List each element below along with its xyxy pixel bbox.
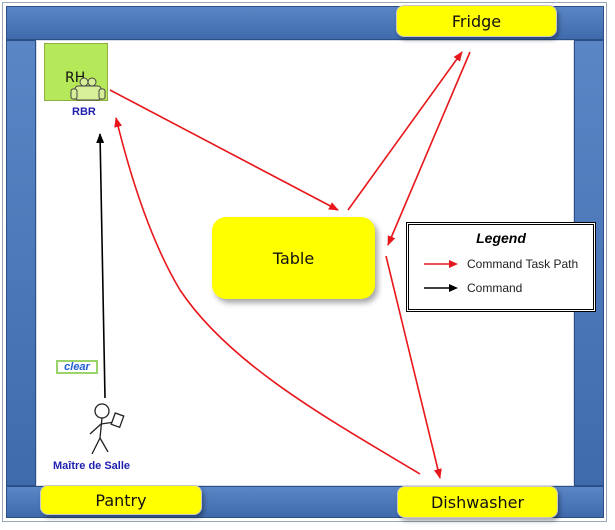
black-arrow-icon [424, 284, 458, 292]
clear-badge: clear [56, 360, 98, 374]
task-path-robot-to-table [109, 89, 339, 211]
dishwasher-label: Dishwasher [430, 492, 525, 512]
robot-box: RH [44, 43, 108, 101]
task-path-table-to-fridge [347, 51, 463, 211]
robot-name: RBR [72, 106, 96, 118]
stick-figure-icon [89, 403, 125, 455]
legend-label-command: Command [467, 281, 523, 295]
dishwasher-station: Dishwasher [397, 486, 558, 518]
table-station: Table [212, 217, 375, 299]
task-path-table-to-dishwasher [385, 255, 442, 479]
fridge-station: Fridge [396, 5, 557, 37]
task-path-dishwasher-to-robot [114, 117, 421, 475]
legend-item-task-path: Command Task Path [423, 257, 578, 271]
legend: Legend Command Task Path Command [406, 222, 596, 312]
pantry-label: Pantry [95, 490, 147, 510]
legend-title: Legend [476, 230, 526, 246]
table-label: Table [272, 248, 315, 268]
legend-item-command: Command [423, 281, 522, 295]
red-arrow-icon [424, 260, 458, 268]
pantry-station: Pantry [40, 485, 202, 515]
legend-label-task-path: Command Task Path [467, 257, 579, 271]
fridge-label: Fridge [451, 11, 502, 31]
task-path-fridge-to-table [387, 51, 471, 246]
clear-badge-label: clear [64, 361, 90, 373]
command-human-to-robot [96, 133, 106, 399]
robot-icon [70, 77, 106, 101]
wall-left [6, 40, 36, 486]
human-name: Maître de Salle [53, 460, 131, 472]
